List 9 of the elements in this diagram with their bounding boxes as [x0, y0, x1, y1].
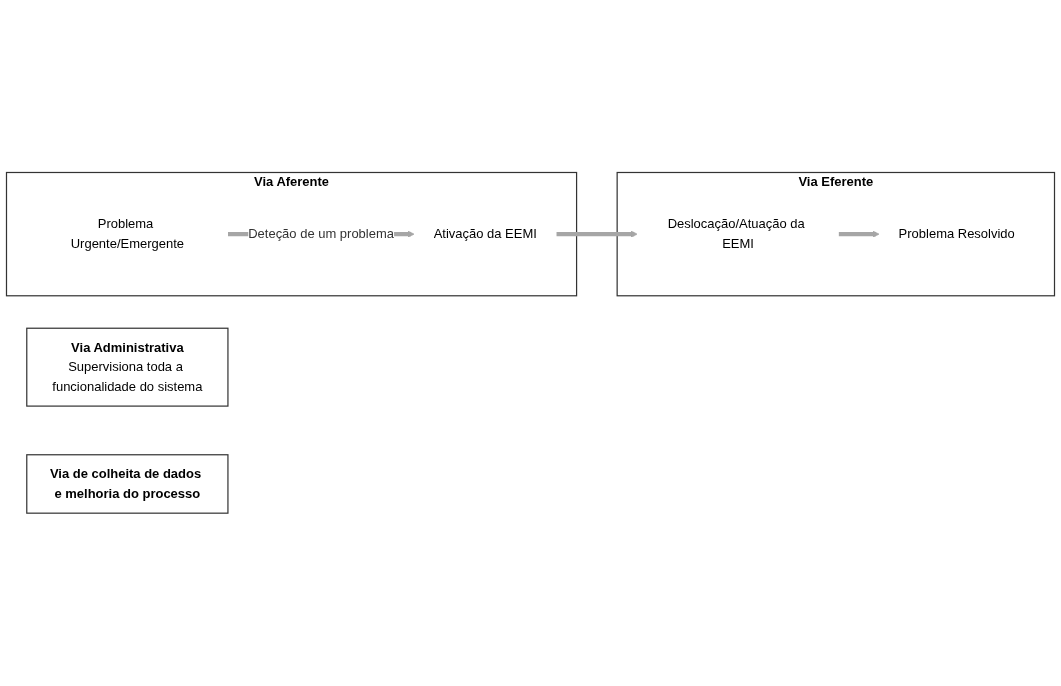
node-text: Problema Resolvido — [898, 227, 1015, 241]
arrow — [556, 230, 638, 238]
node-text: Ativação da EEMI — [433, 227, 537, 241]
arrow — [838, 230, 880, 238]
node-box: Via Administrativa Supervisiona toda a funcionalidade do sistema — [26, 327, 229, 407]
node-box: Via de colheita de dados e melhoria do processo — [26, 454, 229, 514]
node-text: Problema Urgente/Emergente — [70, 217, 184, 251]
node-text: Deslocação/Atuação da EEMI — [667, 217, 805, 251]
edge-label: Deteção de um problema — [248, 227, 394, 241]
